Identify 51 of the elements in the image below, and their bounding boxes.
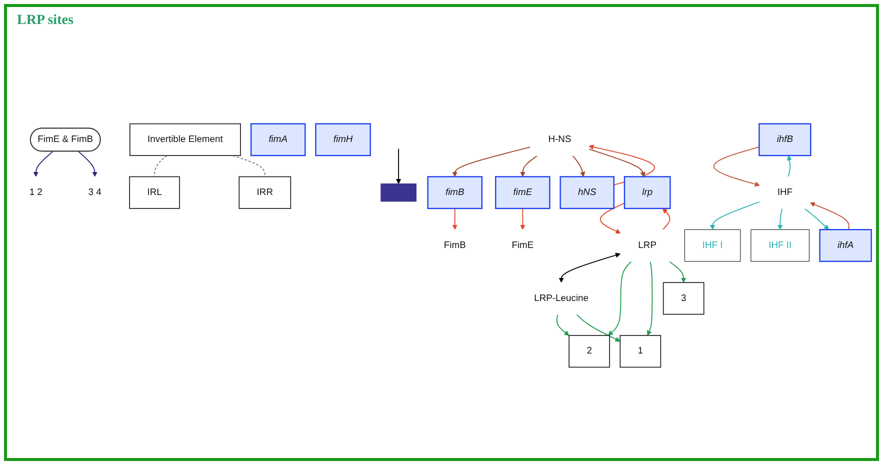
arrow [396, 148, 402, 184]
node-text: FimE [512, 240, 534, 250]
arrow [556, 314, 570, 336]
node-box: lrp [624, 176, 671, 210]
node-box: IRL [129, 176, 180, 209]
node-box: ihfA [819, 229, 872, 262]
node-box: 3 [662, 282, 704, 315]
arrow [713, 146, 760, 187]
node-box: fimH [315, 123, 371, 156]
arrow [452, 208, 458, 230]
arrow [647, 260, 653, 336]
node-box: IRR [238, 176, 292, 209]
arrow [576, 314, 620, 342]
node-box: ihfB [758, 123, 812, 156]
node-text: LRP [638, 240, 656, 250]
arrow [78, 150, 98, 177]
arrow [608, 260, 632, 336]
arrow [710, 201, 760, 230]
arrow [558, 252, 621, 283]
node-box: fimA [250, 123, 306, 156]
node-text: 1 2 [29, 187, 42, 198]
node-box: hNS [560, 176, 614, 210]
arrow [33, 150, 54, 177]
arrow [662, 208, 670, 230]
node-bar [380, 183, 416, 202]
node-box: 2 [568, 335, 610, 368]
arrow [588, 148, 646, 177]
node-box: IHF II [750, 229, 810, 262]
node-text: 3 4 [88, 187, 102, 198]
arrow [786, 155, 792, 178]
region-label: LRP sites [17, 13, 74, 28]
node-text: H-NS [548, 134, 572, 144]
arrow [668, 260, 686, 283]
node-text: LRP-Leucine [534, 293, 589, 304]
node-box: fimB [427, 176, 482, 210]
arrow [452, 146, 532, 177]
arrow [778, 208, 783, 230]
arrow [520, 208, 526, 230]
node-box: fimE [495, 176, 550, 210]
arrow [572, 155, 586, 177]
connector [154, 155, 168, 178]
connector [232, 155, 266, 178]
node-box: Invertible Element [129, 123, 241, 156]
node-text: FimB [444, 240, 466, 250]
arrow [810, 202, 850, 230]
arrow [600, 202, 625, 234]
node-box: IHF I [684, 229, 741, 262]
arrow [804, 208, 830, 230]
arrow [520, 155, 538, 177]
node-box: 1 [620, 335, 662, 368]
node-text: IHF [777, 187, 792, 198]
